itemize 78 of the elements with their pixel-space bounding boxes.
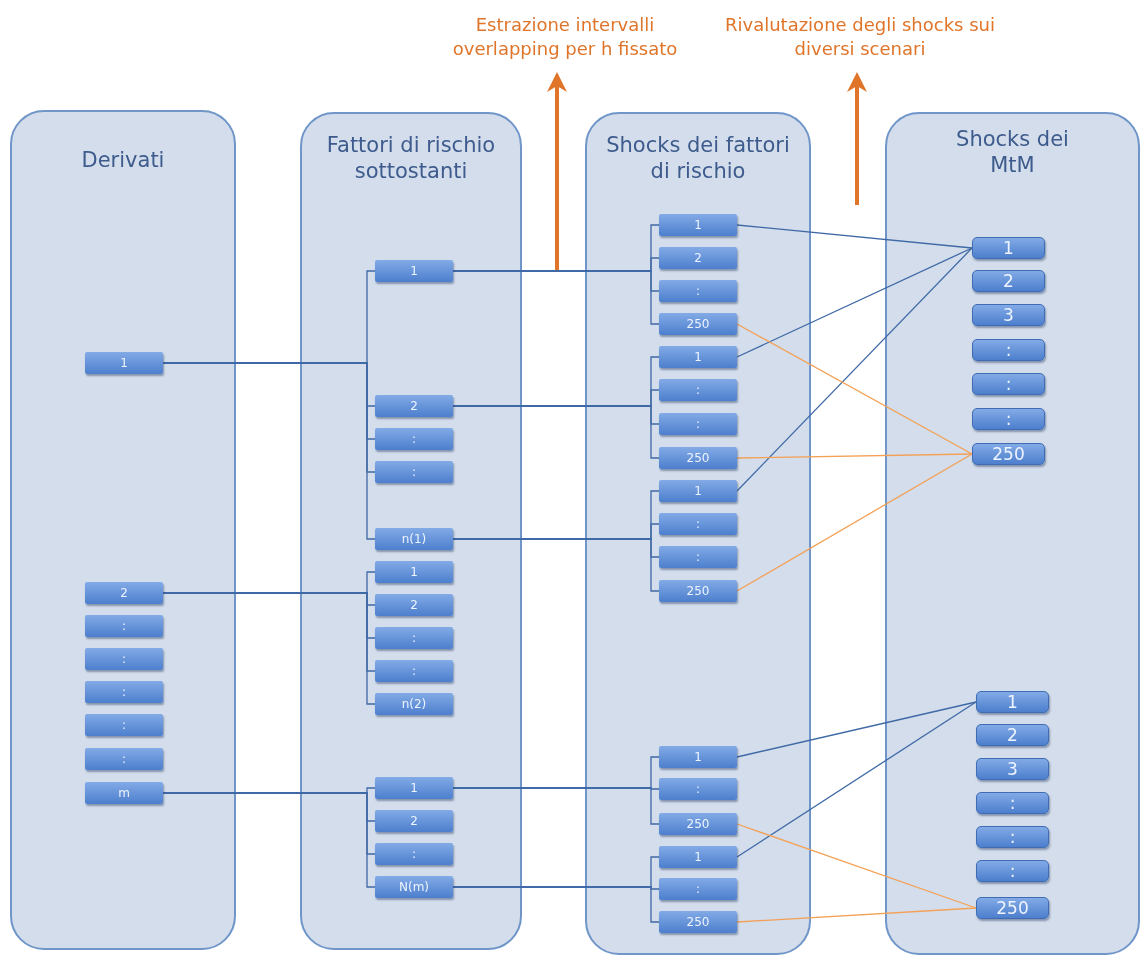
item-box: 1 — [659, 746, 737, 768]
item-box: 250 — [659, 580, 737, 602]
connector-line — [736, 453, 973, 459]
item-box: : — [659, 513, 737, 535]
column-title: Shocks dei MtM — [955, 126, 1070, 178]
item-box: 250 — [659, 813, 737, 835]
item-box: : — [85, 648, 163, 670]
item-box: 1 — [375, 777, 453, 799]
item-box: 2 — [659, 247, 737, 269]
item-box: : — [659, 379, 737, 401]
item-box: 250 — [659, 911, 737, 933]
item-box: : — [972, 408, 1045, 430]
item-box: : — [375, 461, 453, 483]
item-box: : — [85, 714, 163, 736]
connector-line — [736, 701, 977, 758]
connector-line — [736, 701, 977, 858]
item-box: : — [375, 843, 453, 865]
column-panel — [885, 112, 1140, 955]
item-box: : — [972, 373, 1045, 395]
connector-line — [736, 247, 973, 492]
item-box: : — [976, 860, 1049, 882]
item-box: 1 — [659, 346, 737, 368]
arrow — [847, 72, 867, 205]
column-panel — [300, 112, 522, 950]
item-box: n(2) — [375, 693, 453, 715]
connector-line — [736, 453, 973, 592]
item-box: 1 — [972, 237, 1045, 259]
item-box: : — [976, 792, 1049, 814]
arrow — [547, 72, 567, 270]
connector-line — [736, 907, 977, 923]
connector-line — [452, 886, 660, 923]
column-title: Shocks dei fattori di rischio — [605, 132, 791, 184]
item-box: : — [375, 428, 453, 450]
connector-line — [736, 224, 973, 249]
item-box: 2 — [375, 810, 453, 832]
connector-line — [736, 823, 977, 909]
item-box: : — [659, 280, 737, 302]
item-box: 2 — [375, 395, 453, 417]
item-box: 3 — [972, 304, 1045, 326]
column-panel — [10, 110, 236, 950]
column-title: Fattori di rischio sottostanti — [325, 132, 497, 184]
item-box: : — [659, 413, 737, 435]
column-panel — [585, 112, 811, 955]
item-box: : — [659, 778, 737, 800]
column-title: Derivati — [80, 147, 166, 173]
connector-line — [736, 247, 973, 358]
item-box: 2 — [375, 594, 453, 616]
item-box: 1 — [976, 691, 1049, 713]
item-box: 250 — [976, 897, 1049, 919]
item-box: n(1) — [375, 528, 453, 550]
item-box: 250 — [659, 313, 737, 335]
item-box: : — [976, 826, 1049, 848]
item-box: : — [659, 546, 737, 568]
item-box: 2 — [85, 582, 163, 604]
annotation-text: Rivalutazione degli shocks sui diversi scenari — [702, 6, 1018, 68]
connector-line — [452, 787, 660, 825]
item-box: 1 — [659, 214, 737, 236]
item-box: : — [375, 660, 453, 682]
item-box: 2 — [976, 724, 1049, 746]
item-box: 2 — [972, 270, 1045, 292]
item-box: N(m) — [375, 876, 453, 898]
connector-line — [736, 323, 973, 455]
item-box: m — [85, 782, 163, 804]
item-box: 1 — [659, 846, 737, 868]
item-box: 250 — [659, 447, 737, 469]
item-box: 1 — [85, 352, 163, 374]
item-box: : — [85, 681, 163, 703]
item-box: 1 — [375, 260, 453, 282]
item-box: : — [375, 627, 453, 649]
annotation-text: Estrazione intervalli overlapping per h fissato — [425, 6, 705, 68]
item-box: 3 — [976, 758, 1049, 780]
item-box: 1 — [659, 480, 737, 502]
item-box: 250 — [972, 443, 1045, 465]
item-box: : — [85, 615, 163, 637]
item-box: : — [85, 748, 163, 770]
item-box: 1 — [375, 561, 453, 583]
item-box: : — [972, 339, 1045, 361]
item-box: : — [659, 878, 737, 900]
